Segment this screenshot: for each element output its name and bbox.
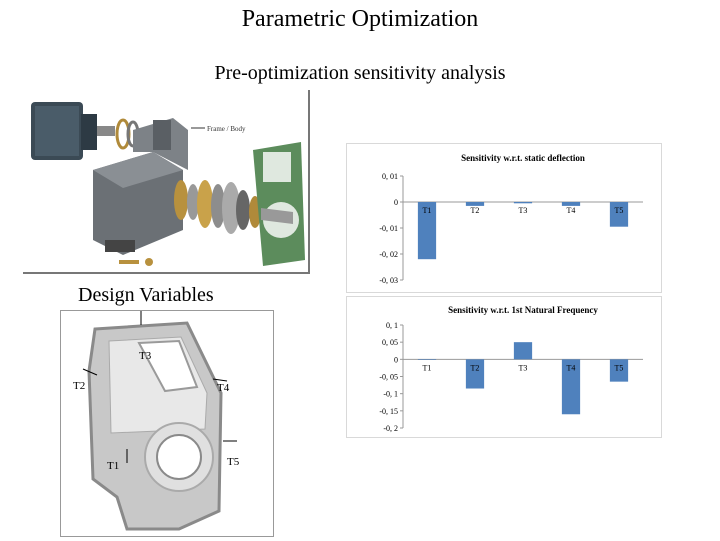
plate-illustration: T3 T2 T4 T1 T5 xyxy=(73,311,240,531)
var-label-t1: T1 xyxy=(107,460,119,472)
y-tick-label: 0 xyxy=(394,198,398,207)
natural-frequency-chart-svg: Sensitivity w.r.t. 1st Natural Frequency… xyxy=(379,305,643,433)
y-tick-label: 0 xyxy=(394,355,398,364)
y-tick-label: -0, 1 xyxy=(383,390,398,399)
frame-window-shape xyxy=(263,152,291,182)
natural-frequency-chart: Sensitivity w.r.t. 1st Natural Frequency… xyxy=(346,296,662,438)
t4-arrow xyxy=(212,378,228,382)
design-variables-diagram: T3 T2 T4 T1 T5 xyxy=(60,310,274,537)
var-label-t4: T4 xyxy=(217,382,230,394)
x-tick-label: T3 xyxy=(519,363,528,372)
bar-t5 xyxy=(609,359,629,382)
x-tick-label: T1 xyxy=(423,206,432,215)
bar-t2 xyxy=(465,202,485,206)
y-tick-label: 0, 1 xyxy=(386,321,398,330)
bar-t2 xyxy=(465,359,485,389)
exploded-assembly-image: Frame / Body xyxy=(23,90,310,274)
assembly-illustration: Frame / Body xyxy=(31,102,305,266)
bar-t4 xyxy=(561,202,581,206)
plate-window-shape xyxy=(137,339,199,393)
motor-shaft-shape xyxy=(97,126,115,136)
loose-part-shape xyxy=(119,260,139,264)
chart-title: Sensitivity w.r.t. static deflection xyxy=(461,153,585,163)
var-label-t3: T3 xyxy=(139,350,152,362)
x-tick-label: T5 xyxy=(615,206,624,215)
x-tick-label: T4 xyxy=(567,206,576,215)
bar-t4 xyxy=(561,359,581,415)
x-tick-label: T2 xyxy=(471,363,480,372)
housing-top-shape xyxy=(93,152,183,188)
static-deflection-chart-svg: Sensitivity w.r.t. static deflection 0, 0… xyxy=(379,153,643,285)
housing-slot-shape xyxy=(153,120,171,150)
static-deflection-chart: Sensitivity w.r.t. static deflection 0, 0… xyxy=(346,143,662,293)
x-tick-label: T5 xyxy=(615,363,624,372)
output-shaft-shape xyxy=(261,208,293,224)
y-tick-label: -0, 01 xyxy=(379,224,398,233)
bar-t1 xyxy=(417,202,437,260)
y-tick-label: -0, 15 xyxy=(379,407,398,416)
y-tick-label: -0, 2 xyxy=(383,424,398,433)
frame-callout-label: Frame / Body xyxy=(207,125,246,133)
chart-title: Sensitivity w.r.t. 1st Natural Frequency xyxy=(448,305,598,315)
bar-t3 xyxy=(513,202,533,204)
y-tick-label: 0, 01 xyxy=(382,172,398,181)
var-label-t2: T2 xyxy=(73,380,85,392)
slide-subtitle: Pre-optimization sensitivity analysis xyxy=(214,62,506,84)
y-tick-label: 0, 05 xyxy=(382,338,398,347)
x-tick-label: T4 xyxy=(567,363,576,372)
motor-side-shape xyxy=(35,106,79,156)
t2-arrow xyxy=(82,368,98,376)
y-tick-label: -0, 02 xyxy=(379,250,398,259)
x-tick-label: T1 xyxy=(423,363,432,372)
bar-t5 xyxy=(609,202,629,227)
loose-part-shape-2 xyxy=(145,258,153,266)
var-label-t5: T5 xyxy=(227,456,240,468)
gear-train-shape xyxy=(174,180,261,234)
x-tick-label: T2 xyxy=(471,206,480,215)
plate-bore-shape xyxy=(156,434,202,480)
design-variables-label: Design Variables xyxy=(78,284,214,306)
bar-t3 xyxy=(513,342,533,360)
y-tick-label: -0, 03 xyxy=(379,276,398,285)
bar-t1 xyxy=(417,359,437,360)
y-tick-label: -0, 05 xyxy=(379,373,398,382)
motor-flange-shape xyxy=(81,114,97,150)
x-tick-label: T3 xyxy=(519,206,528,215)
housing-base-shape xyxy=(105,240,135,252)
slide-title: Parametric Optimization xyxy=(241,6,479,32)
